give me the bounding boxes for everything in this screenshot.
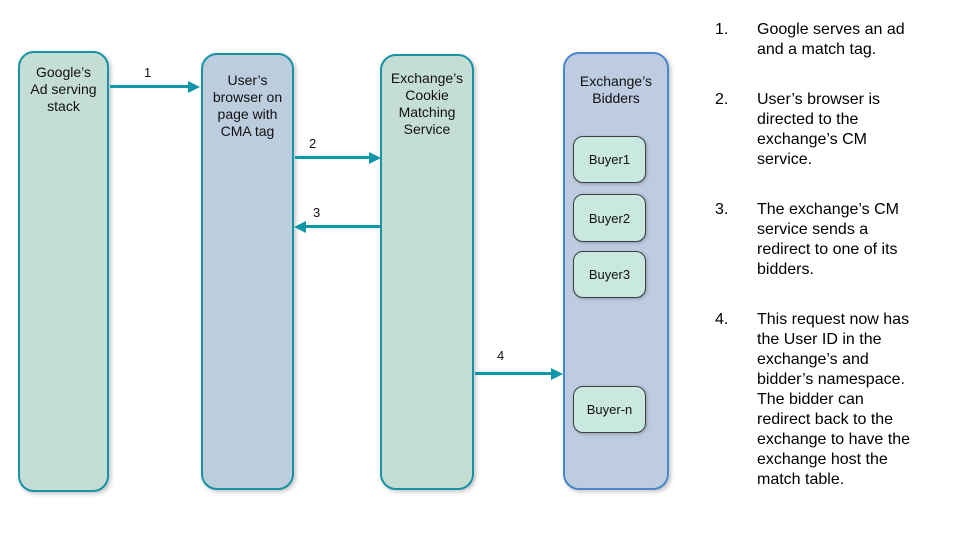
buyer2-label: Buyer2 xyxy=(588,210,631,226)
arrowhead-right-icon xyxy=(188,81,200,93)
steps-list: 1. Google serves an ad and a match tag. … xyxy=(715,20,947,520)
arrow-3-line xyxy=(306,225,381,228)
arrow-4-line xyxy=(475,372,551,375)
arrowhead-left-icon xyxy=(294,221,306,233)
buyer-n-label: Buyer-n xyxy=(586,402,633,417)
arrowhead-right-icon xyxy=(551,368,563,380)
lane-cms-label: Exchange’s Cookie Matching Service xyxy=(390,70,464,137)
arrow-1-label: 1 xyxy=(144,65,152,80)
arrow-4-label: 4 xyxy=(497,348,505,363)
step-item-1: 1. Google serves an ad and a match tag. xyxy=(715,20,947,60)
step-item-4: 4. This request now has the User ID in t… xyxy=(715,310,947,490)
step-4-number: 4. xyxy=(715,311,729,328)
step-4-text: This request now has the User ID in the … xyxy=(757,311,911,488)
buyer3-box: Buyer3 xyxy=(573,251,646,298)
lane-user-browser-label: User’s browser on page with CMA tag xyxy=(212,72,283,139)
arrow-1-line xyxy=(110,85,188,88)
lane-bidders-label: Exchange’s Bidders xyxy=(579,73,653,106)
buyer3-label: Buyer3 xyxy=(588,267,631,282)
buyer1-box: Buyer1 xyxy=(573,136,646,183)
arrow-2-line xyxy=(295,156,369,159)
arrow-3-label: 3 xyxy=(313,205,321,220)
step-item-3: 3. The exchange’s CM service sends a red… xyxy=(715,200,947,280)
step-1-number: 1. xyxy=(715,21,729,38)
arrowhead-right-icon xyxy=(369,152,381,164)
step-3-number: 3. xyxy=(715,201,729,218)
arrow-2-label: 2 xyxy=(309,136,317,151)
step-1-text: Google serves an ad and a match tag. xyxy=(757,21,905,58)
step-3-text: The exchange’s CM service sends a redire… xyxy=(757,201,899,278)
step-2-text: User’s browser is directed to the exchan… xyxy=(757,91,880,168)
buyer-n-box: Buyer-n xyxy=(573,386,646,433)
buyer2-box: Buyer2 xyxy=(573,194,646,242)
lane-exchange-cookie-matching-service: Exchange’s Cookie Matching Service xyxy=(380,54,474,490)
lane-user-browser: User’s browser on page with CMA tag xyxy=(201,53,294,490)
buyer1-label: Buyer1 xyxy=(588,152,631,167)
step-2-number: 2. xyxy=(715,91,729,108)
lane-google-label: Google’s Ad serving stack xyxy=(30,64,97,114)
step-item-2: 2. User’s browser is directed to the exc… xyxy=(715,90,947,170)
lane-google-ad-serving-stack: Google’s Ad serving stack xyxy=(18,51,109,492)
